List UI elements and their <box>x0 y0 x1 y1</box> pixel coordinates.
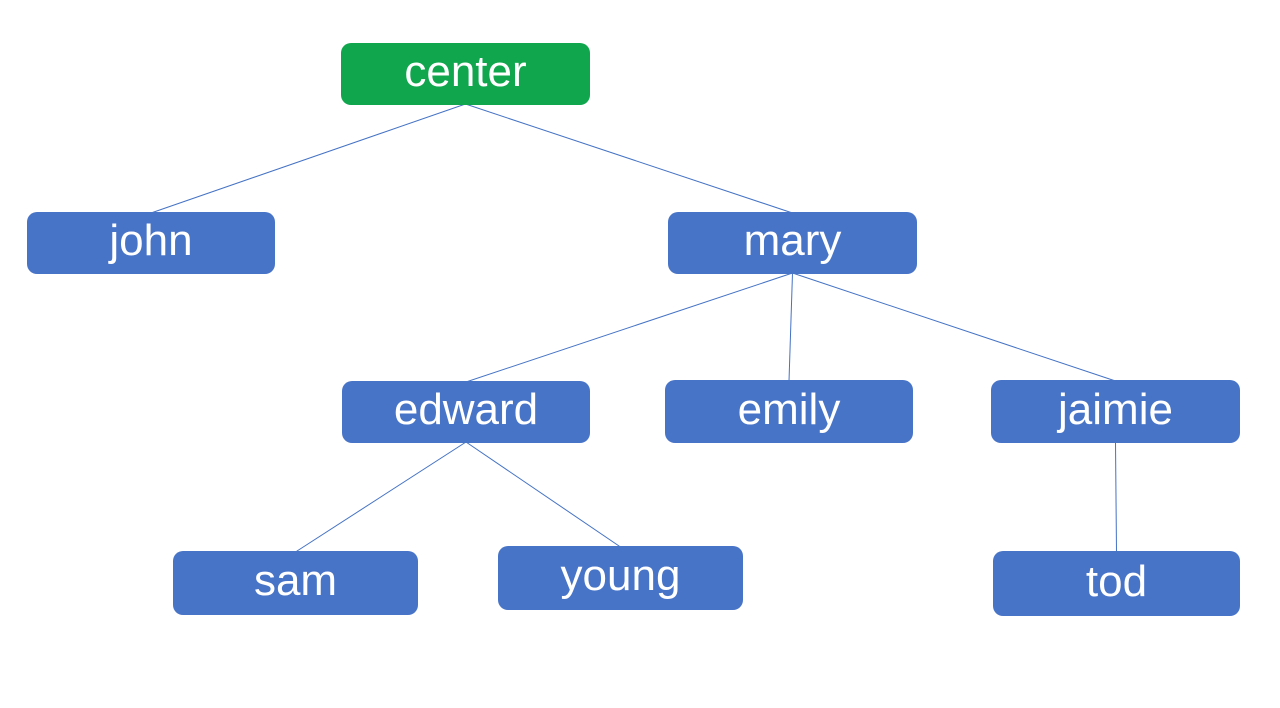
node-sam: sam <box>173 551 418 615</box>
node-tod: tod <box>993 551 1240 616</box>
node-emily: emily <box>665 380 913 443</box>
node-edward: edward <box>342 381 590 443</box>
node-mary: mary <box>668 212 917 274</box>
node-jaimie: jaimie <box>991 380 1240 443</box>
node-young: young <box>498 546 743 610</box>
node-john: john <box>27 212 275 274</box>
node-center: center <box>341 43 590 105</box>
